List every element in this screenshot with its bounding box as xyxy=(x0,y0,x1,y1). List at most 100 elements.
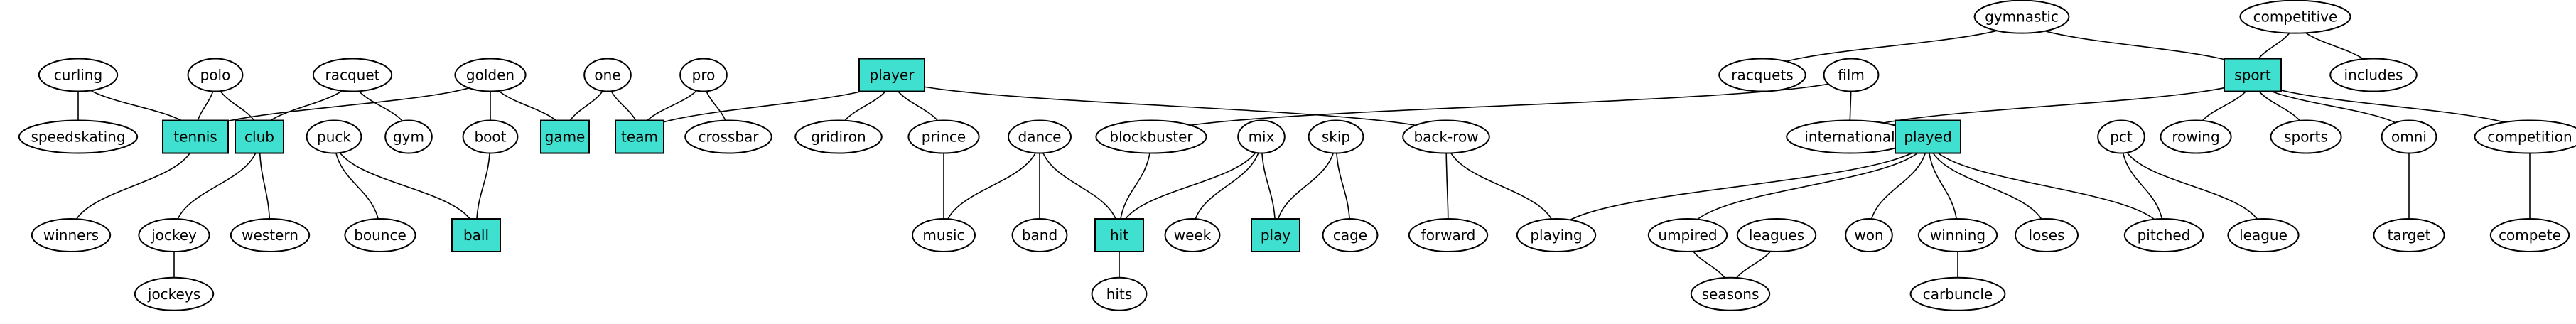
node-carbuncle: carbuncle xyxy=(1909,276,2006,311)
node-western-label: western xyxy=(242,227,298,244)
edge-pct-league xyxy=(2120,136,2264,236)
node-racquet-label: racquet xyxy=(325,67,380,84)
node-loses-label: loses xyxy=(2029,227,2065,244)
node-band: band xyxy=(1011,218,1068,253)
node-target: target xyxy=(2373,218,2445,253)
node-band-ellipse xyxy=(1011,218,1068,253)
node-club-box xyxy=(235,119,284,154)
node-ball-label: ball xyxy=(463,227,489,244)
node-one-label: one xyxy=(594,67,620,84)
node-target-ellipse xyxy=(2373,218,2445,253)
node-includes-ellipse xyxy=(2329,58,2418,92)
node-winning-label: winning xyxy=(1930,227,1985,244)
node-carbuncle-label: carbuncle xyxy=(1923,286,1993,303)
node-leagues: leagues xyxy=(1736,218,1817,253)
node-hits-label: hits xyxy=(1106,286,1133,303)
node-blockbuster-label: blockbuster xyxy=(1109,129,1193,146)
node-hit-box xyxy=(1094,218,1144,253)
node-gridiron: gridiron xyxy=(794,119,883,154)
node-western: western xyxy=(230,218,311,253)
node-week-label: week xyxy=(1174,227,1212,244)
node-game-box xyxy=(540,119,590,154)
node-backrow-ellipse xyxy=(1402,119,1490,154)
node-crossbar-label: crossbar xyxy=(698,129,759,146)
node-gridiron-label: gridiron xyxy=(811,129,866,146)
node-team: team xyxy=(615,119,664,154)
node-dance: dance xyxy=(1008,119,1072,154)
node-racquet: racquet xyxy=(312,58,393,92)
node-crossbar-ellipse xyxy=(684,119,772,154)
edges-layer xyxy=(70,16,2531,294)
node-skip-label: skip xyxy=(1322,129,1350,146)
node-gym-label: gym xyxy=(393,129,424,146)
node-tennis-label: tennis xyxy=(173,129,217,146)
node-dance-ellipse xyxy=(1008,119,1072,154)
node-puck-label: puck xyxy=(317,129,351,146)
node-competitive-ellipse xyxy=(2239,0,2351,34)
edge-played-pitched xyxy=(1927,136,2165,236)
node-league: league xyxy=(2227,218,2300,253)
node-sport-box xyxy=(2224,58,2282,92)
node-played-label: played xyxy=(1904,129,1951,146)
node-boot-ellipse xyxy=(462,119,519,154)
node-leagues-ellipse xyxy=(1736,218,1817,253)
node-competition-label: competition xyxy=(2487,129,2572,146)
node-jockey: jockey xyxy=(138,218,210,253)
node-mix-ellipse xyxy=(1237,119,1286,154)
node-mix: mix xyxy=(1237,119,1286,154)
node-music-ellipse xyxy=(912,218,976,253)
node-player-box xyxy=(858,58,925,92)
node-loses: loses xyxy=(2015,218,2079,253)
node-competitive-label: competitive xyxy=(2253,9,2338,26)
node-prince: prince xyxy=(907,119,980,154)
node-skip-ellipse xyxy=(1308,119,1364,154)
node-winning: winning xyxy=(1917,218,1998,253)
edge-played-umpired xyxy=(1687,136,1929,236)
node-racquets-label: racquets xyxy=(1731,67,1793,84)
node-seasons: seasons xyxy=(1690,276,1771,311)
node-club: club xyxy=(235,119,284,154)
node-pitched: pitched xyxy=(2123,218,2204,253)
node-rowing-label: rowing xyxy=(2172,129,2219,146)
node-loses-ellipse xyxy=(2015,218,2079,253)
node-player: player xyxy=(858,58,925,92)
node-compete: compete xyxy=(2489,218,2570,253)
node-backrow-label: back-row xyxy=(1413,129,1478,146)
node-skip: skip xyxy=(1308,119,1364,154)
node-one-ellipse xyxy=(583,58,632,92)
node-speedskating-ellipse xyxy=(18,119,139,154)
node-cage-label: cage xyxy=(1333,227,1367,244)
node-prince-label: prince xyxy=(922,129,966,146)
node-hit: hit xyxy=(1094,218,1144,253)
node-polo: polo xyxy=(187,58,244,92)
node-leagues-label: leagues xyxy=(1749,227,1804,244)
node-boot: boot xyxy=(462,119,519,154)
node-sports: sports xyxy=(2270,119,2342,154)
node-seasons-label: seasons xyxy=(1702,286,1759,303)
node-playing: playing xyxy=(1516,218,1597,253)
node-racquet-ellipse xyxy=(312,58,393,92)
node-international-label: international xyxy=(1804,129,1895,146)
node-ball-box xyxy=(451,218,501,253)
node-omni-label: omni xyxy=(2391,129,2427,146)
node-hits-ellipse xyxy=(1091,276,1148,311)
node-winners-label: winners xyxy=(43,227,99,244)
node-won-ellipse xyxy=(1845,218,1893,253)
node-compete-ellipse xyxy=(2489,218,2570,253)
node-play-box xyxy=(1251,218,1300,253)
node-week: week xyxy=(1164,218,1221,253)
node-golden-label: golden xyxy=(466,67,514,84)
node-puck: puck xyxy=(306,119,362,154)
node-omni-ellipse xyxy=(2381,119,2437,154)
node-gym: gym xyxy=(384,119,433,154)
node-bounce: bounce xyxy=(344,218,416,253)
node-crossbar: crossbar xyxy=(684,119,772,154)
node-team-label: team xyxy=(621,129,658,146)
node-jockey-ellipse xyxy=(138,218,210,253)
node-play-label: play xyxy=(1261,227,1291,244)
node-sport-label: sport xyxy=(2234,67,2271,84)
node-backrow: back-row xyxy=(1402,119,1490,154)
node-jockey-label: jockey xyxy=(151,227,197,244)
node-racquets: racquets xyxy=(1718,58,1806,92)
node-won: won xyxy=(1845,218,1893,253)
